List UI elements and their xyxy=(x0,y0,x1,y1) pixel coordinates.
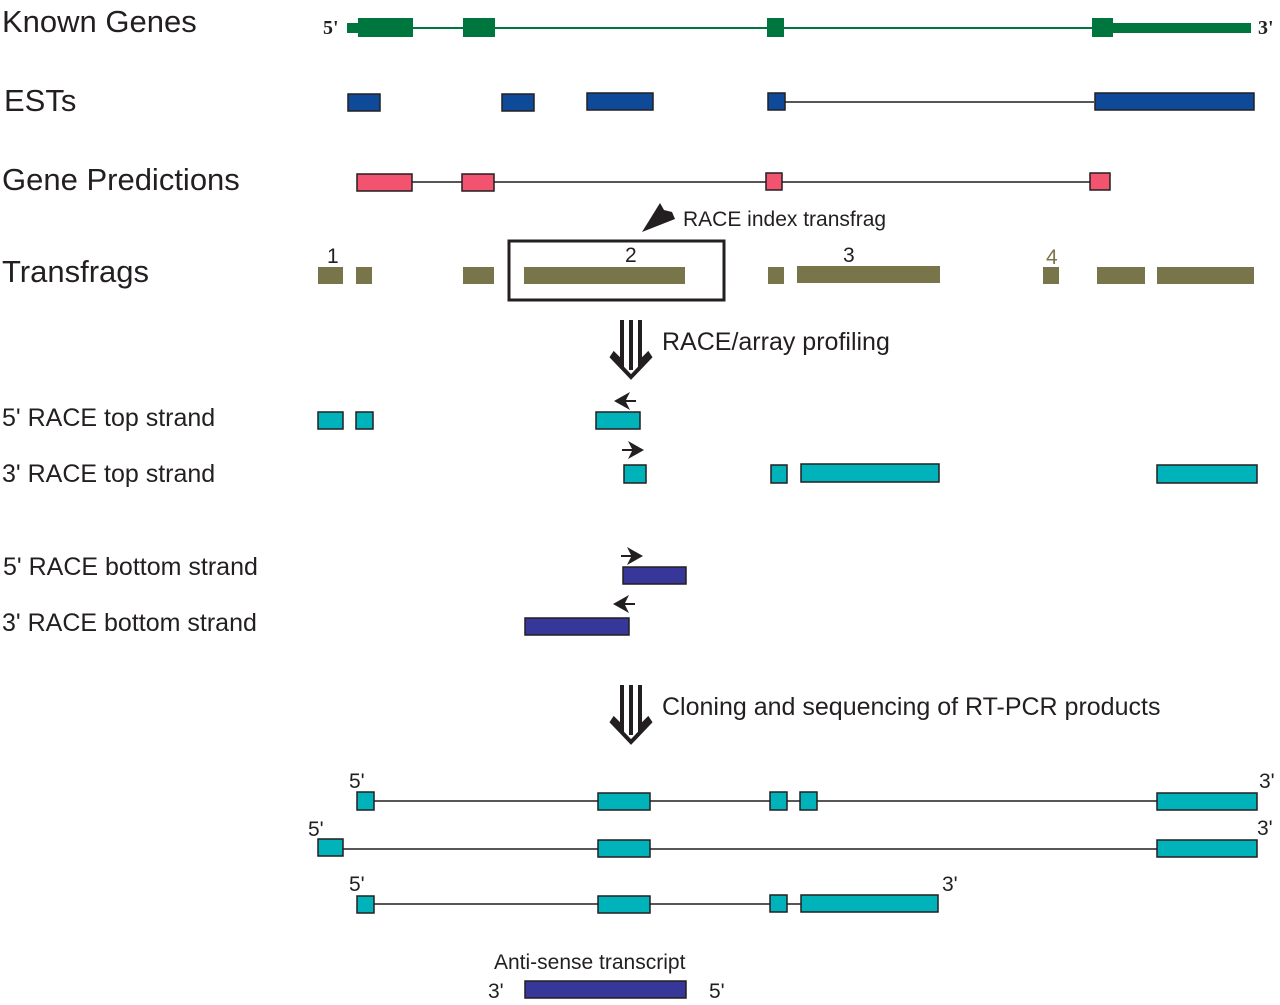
known-gene-3prime-label: 3' xyxy=(1258,17,1274,39)
transcript-exon xyxy=(597,792,651,811)
primer-arrow-left-icon xyxy=(613,595,635,613)
known-gene-utr-3 xyxy=(1112,23,1251,33)
transcript-3prime-label: 3' xyxy=(1257,817,1273,840)
race-5-bottom-track xyxy=(621,547,687,585)
transcript-5prime-label: 5' xyxy=(349,873,365,896)
transfrag-block-index xyxy=(524,267,685,284)
transfrag-number-2: 2 xyxy=(625,244,637,267)
race-index-arrow-icon xyxy=(642,203,675,232)
transfrag-block xyxy=(1157,267,1254,284)
est-block xyxy=(501,93,535,112)
profiling-step-label: RACE/array profiling xyxy=(662,328,890,356)
race-3-top-track xyxy=(622,441,1258,484)
prediction-exon xyxy=(356,173,413,192)
transfrag-track: 1 2 3 4 xyxy=(318,239,1254,302)
transfrag-number-1: 1 xyxy=(327,245,339,268)
track-label-transfrags: Transfrags xyxy=(2,254,149,289)
transcript-exon xyxy=(597,839,651,858)
transcript-exon xyxy=(1156,792,1258,811)
transcript-exon xyxy=(799,791,818,811)
known-gene-exon xyxy=(1092,18,1113,37)
primer-arrow-left-icon xyxy=(614,392,636,410)
race-block xyxy=(770,464,788,484)
race-block xyxy=(623,464,647,484)
primer-arrow-right-icon xyxy=(621,547,643,565)
transfrag-block xyxy=(318,267,343,284)
transfrag-block xyxy=(768,267,784,284)
est-block xyxy=(347,93,381,112)
transcript-exon xyxy=(597,895,651,914)
known-gene-exon xyxy=(767,18,784,37)
transcript-5prime-label: 5' xyxy=(349,770,365,793)
transcript-1: 5' 3' xyxy=(349,770,1275,811)
double-down-arrow-icon xyxy=(609,685,653,745)
est-block xyxy=(767,92,786,111)
est-block xyxy=(1094,92,1255,111)
race-block xyxy=(800,463,940,483)
race-label-3-top: 3' RACE top strand xyxy=(2,460,215,488)
race-label-5-bottom: 5' RACE bottom strand xyxy=(3,553,258,581)
transfrag-number-3: 3 xyxy=(843,244,855,267)
transcript-exon xyxy=(356,895,375,914)
race-block xyxy=(317,411,344,430)
est-block xyxy=(586,92,654,111)
cloning-step: Cloning and sequencing of RT-PCR product… xyxy=(609,685,1160,745)
race-block xyxy=(595,411,641,430)
transcript-exon xyxy=(769,894,788,913)
race-3-bottom-track xyxy=(524,595,635,636)
antisense-5prime-label: 5' xyxy=(709,980,725,1003)
race-label-3-bottom: 3' RACE bottom strand xyxy=(2,609,257,637)
track-label-ests: ESTs xyxy=(4,83,76,118)
race-block xyxy=(1156,464,1258,484)
known-gene-exon xyxy=(463,18,495,37)
transcript-exon xyxy=(769,791,788,811)
transcript-exon xyxy=(317,838,344,857)
primer-arrow-right-icon xyxy=(622,441,644,459)
antisense-transcript: Anti-sense transcript 3' 5' xyxy=(488,951,725,1003)
known-gene-utr-5 xyxy=(347,23,359,33)
prediction-exon xyxy=(1089,172,1111,191)
transcript-exon xyxy=(1156,839,1258,858)
race-block xyxy=(622,566,687,585)
race-index-highlight-box xyxy=(507,239,726,302)
cloning-step-label: Cloning and sequencing of RT-PCR product… xyxy=(662,693,1160,721)
transfrag-block xyxy=(1097,267,1145,284)
antisense-block xyxy=(524,980,687,999)
track-label-gene-predictions: Gene Predictions xyxy=(2,162,240,197)
transfrag-block xyxy=(1043,267,1059,284)
antisense-label: Anti-sense transcript xyxy=(494,951,686,974)
race-label-5-top: 5' RACE top strand xyxy=(2,404,215,432)
known-gene-model: 5' 3' xyxy=(323,17,1274,39)
profiling-step: RACE/array profiling xyxy=(609,320,890,380)
race-index-annotation: RACE index transfrag xyxy=(642,203,886,232)
transfrag-block xyxy=(797,266,940,283)
race-block xyxy=(524,617,630,636)
race-index-label: RACE index transfrag xyxy=(683,208,886,231)
est-track xyxy=(347,92,1255,112)
antisense-3prime-label: 3' xyxy=(488,980,504,1003)
prediction-exon xyxy=(461,173,495,192)
transcript-5prime-label: 5' xyxy=(308,818,324,841)
transfrag-block xyxy=(463,267,494,284)
transcript-3prime-label: 3' xyxy=(1259,770,1275,793)
gene-prediction-track xyxy=(356,172,1111,192)
transfrag-number-4: 4 xyxy=(1046,246,1058,269)
double-down-arrow-icon xyxy=(609,320,653,380)
known-gene-exon xyxy=(358,18,413,37)
known-gene-5prime-label: 5' xyxy=(323,17,339,39)
transcript-3: 5' 3' xyxy=(349,873,958,914)
transcript-2: 5' 3' xyxy=(308,817,1273,858)
race-block xyxy=(355,411,374,430)
transcript-exon xyxy=(356,791,375,811)
transfrag-block xyxy=(356,267,372,284)
track-label-known-genes: Known Genes xyxy=(2,4,197,39)
transcript-exon xyxy=(800,894,939,913)
race-5-top-track xyxy=(317,392,641,430)
transcript-3prime-label: 3' xyxy=(942,873,958,896)
prediction-exon xyxy=(765,172,783,191)
